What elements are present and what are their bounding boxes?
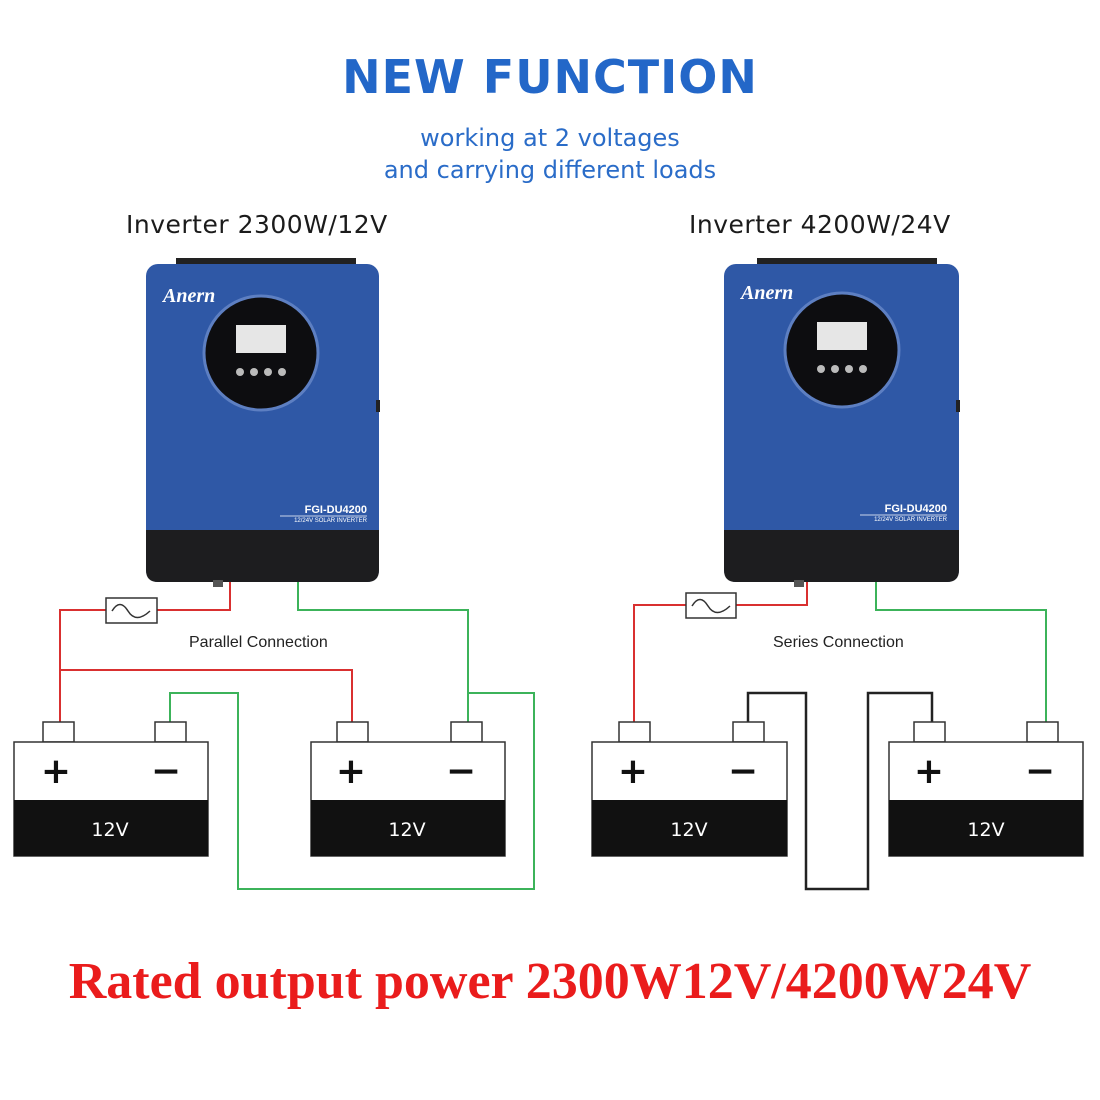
right-battery-1-plus-sign: + <box>618 751 648 792</box>
left-brand-logo: Anern <box>161 285 215 307</box>
left-battery-1-band <box>14 800 208 856</box>
right-brand-logo: Anern <box>739 282 793 304</box>
left-battery-2-positive-terminal <box>336 721 369 743</box>
right-negative-wire-battery <box>875 582 1047 722</box>
right-battery-1-minus-sign: − <box>728 751 758 792</box>
right-fuse-icon <box>691 598 731 614</box>
left-negative-wire-inverter <box>297 582 469 722</box>
right-battery-2-voltage: 12V <box>967 819 1004 841</box>
left-inverter-base <box>146 530 379 582</box>
left-battery-2: + − <box>310 721 506 857</box>
right-inverter-body <box>724 264 959 582</box>
right-inverter-mount-bracket <box>757 258 937 268</box>
left-model-subtitle: 12/24V SOLAR INVERTER <box>294 518 368 524</box>
right-battery-2-positive-terminal <box>913 721 946 743</box>
subtitle-line-1: working at 2 voltages <box>420 124 680 152</box>
left-battery-1-voltage: 12V <box>91 819 128 841</box>
left-battery-1-positive-terminal <box>42 721 75 743</box>
left-fuse-icon <box>111 603 151 619</box>
parallel-connection-label: Parallel Connection <box>189 634 328 651</box>
right-lcd-screen <box>817 322 867 350</box>
left-negative-wire-loop <box>169 692 535 890</box>
page-title: NEW FUNCTION <box>342 50 758 104</box>
right-battery-1-band <box>592 800 787 856</box>
right-fuse <box>685 592 737 619</box>
left-battery-1-negative-terminal <box>154 721 187 743</box>
right-model-label: FGI-DU4200 <box>885 503 947 515</box>
left-lcd-screen <box>236 325 286 353</box>
left-wiring <box>59 582 535 890</box>
right-battery-2-band <box>889 800 1083 856</box>
right-wiring <box>633 582 1047 891</box>
left-battery-1-minus-sign: − <box>151 751 181 792</box>
left-positive-wire-inverter <box>157 582 231 611</box>
right-battery-1-negative-terminal <box>732 721 765 743</box>
left-inverter: Anern FGI-DU4200 12/24V SOLAR INVERTER <box>146 258 380 587</box>
right-battery-1-positive-terminal <box>618 721 651 743</box>
right-battery-1-voltage: 12V <box>670 819 707 841</box>
left-inverter-label: Inverter 2300W/12V <box>126 210 388 239</box>
right-battery-2-minus-sign: − <box>1025 751 1055 792</box>
left-battery-1-plus-sign: + <box>41 751 71 792</box>
series-connection-label: Series Connection <box>773 634 904 651</box>
left-battery-2-negative-terminal <box>450 721 483 743</box>
subtitle-line-2: and carrying different loads <box>383 156 717 184</box>
left-battery-2-minus-sign: − <box>446 751 476 792</box>
left-inverter-mount-bracket <box>176 258 356 268</box>
right-battery-1: + − <box>591 721 788 857</box>
right-inverter-label: Inverter 4200W/24V <box>689 210 951 239</box>
right-inverter: Anern FGI-DU4200 12/24V SOLAR INVERTER <box>724 258 960 587</box>
left-battery-1: + − <box>13 721 209 857</box>
right-battery-2: + − <box>888 721 1084 857</box>
left-model-label: FGI-DU4200 <box>305 504 367 516</box>
left-battery-2-voltage: 12V <box>388 819 425 841</box>
right-model-subtitle: 12/24V SOLAR INVERTER <box>874 517 948 523</box>
right-positive-wire-battery <box>633 604 686 722</box>
left-battery-2-plus-sign: + <box>336 751 366 792</box>
right-positive-wire-inverter <box>736 582 808 606</box>
left-positive-wire-battery2 <box>60 669 353 722</box>
rated-output-caption: Rated output power 2300W12V/4200W24V <box>68 953 1032 1010</box>
right-battery-2-negative-terminal <box>1026 721 1059 743</box>
right-battery-2-plus-sign: + <box>914 751 944 792</box>
right-inverter-base <box>724 530 959 582</box>
right-series-link-wire <box>746 691 934 891</box>
left-positive-wire-battery1 <box>59 609 106 722</box>
left-battery-2-band <box>311 800 505 856</box>
left-fuse <box>105 597 158 624</box>
